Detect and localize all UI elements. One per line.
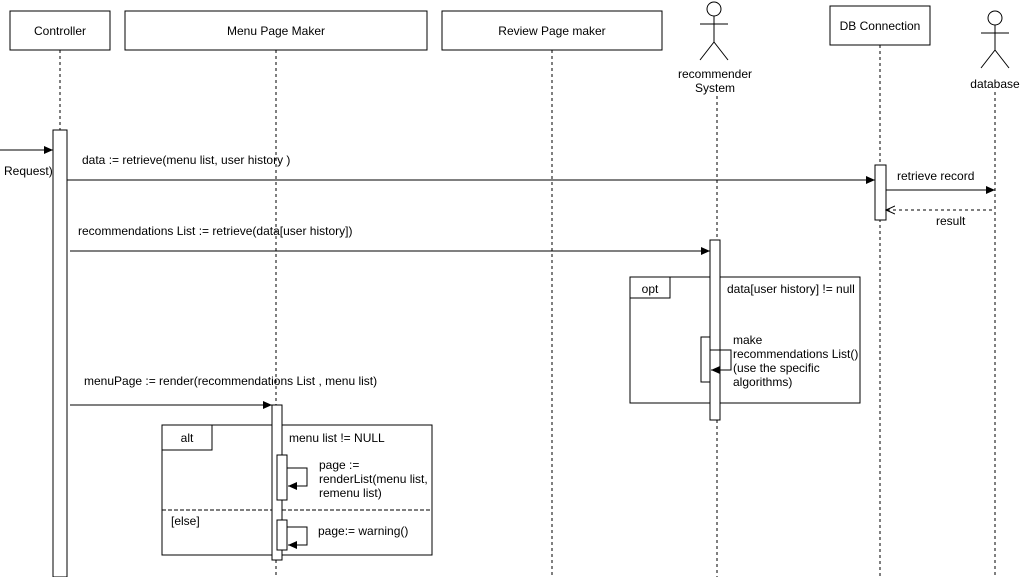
menu-page-render-label: menuPage := render(recommendations List …: [84, 374, 377, 388]
message-make-recommendations: make recommendations List() (use the spe…: [710, 333, 858, 389]
alt-frame: [161, 424, 433, 556]
make-line2: recommendations List(): [733, 347, 858, 361]
recommendations-retrieve-label: recommendations List := retrieve(data[us…: [78, 224, 352, 238]
alt-guard: menu list != NULL: [289, 431, 385, 445]
message-result: result: [886, 210, 992, 228]
review-page-maker-label: Review Page maker: [498, 24, 605, 38]
database-label: database: [970, 77, 1020, 91]
controller-activation: [52, 129, 68, 577]
db-connection-label: DB Connection: [840, 19, 921, 33]
opt-guard: data[user history] != null: [727, 282, 855, 296]
message-data-retrieve: data := retrieve(menu list, user history…: [67, 153, 875, 184]
message-request: Request): [0, 146, 53, 178]
make-line4: algorithms): [733, 375, 792, 389]
recommender-actor-icon: [699, 1, 729, 61]
menu-page-maker-label: Menu Page Maker: [227, 24, 325, 38]
recommender-activation: [709, 239, 721, 421]
render-list-activation: [276, 454, 288, 501]
alt-tab: [161, 424, 213, 451]
database-actor-icon: [980, 10, 1010, 69]
lifeline-db-connection: DB Connection: [829, 5, 931, 577]
recommender-label-line1: recommender: [678, 67, 752, 81]
controller-label: Controller: [34, 24, 86, 38]
message-page-warning: page:= warning(): [287, 524, 408, 549]
opt-frame: [629, 276, 861, 404]
menu-page-maker-box: [124, 10, 428, 51]
warning-activation: [276, 519, 288, 551]
retrieve-record-label: retrieve record: [897, 169, 974, 183]
db-connection-activation: [874, 164, 887, 221]
else-label: [else]: [171, 514, 200, 528]
db-connection-box: [829, 5, 931, 46]
page-line3: remenu list): [319, 486, 382, 500]
alt-label: alt: [181, 431, 194, 445]
opt-tab: [629, 276, 671, 299]
data-retrieve-label: data := retrieve(menu list, user history…: [82, 153, 290, 167]
message-retrieve-record: retrieve record: [886, 169, 995, 194]
render-list-self-arrow: [287, 467, 308, 490]
message-render-list: page := renderList(menu list, remenu lis…: [287, 458, 428, 500]
make-line3: (use the specific: [733, 361, 820, 375]
opt-label: opt: [642, 282, 659, 296]
request-label: Request): [4, 164, 53, 178]
message-recommendations-retrieve: recommendations List := retrieve(data[us…: [70, 224, 710, 255]
lifeline-database: database: [970, 10, 1020, 577]
page-warning-label: page:= warning(): [318, 524, 408, 538]
alt-fragment: alt menu list != NULL [else]: [161, 424, 433, 556]
review-page-maker-box: [441, 10, 663, 51]
make-line1: make: [733, 333, 763, 347]
page-line1: page :=: [319, 458, 359, 472]
recommender-self-activation: [700, 336, 711, 383]
warning-self-arrow: [287, 526, 308, 549]
page-line2: renderList(menu list,: [319, 472, 428, 486]
make-recommendations-self-arrow: [710, 349, 732, 374]
controller-box: [9, 10, 111, 51]
result-label: result: [936, 214, 966, 228]
lifeline-review-page-maker: Review Page maker: [441, 10, 663, 577]
opt-fragment: opt data[user history] != null: [629, 276, 861, 404]
recommender-label-line2: System: [695, 81, 735, 95]
message-menu-page-render: menuPage := render(recommendations List …: [70, 374, 377, 409]
